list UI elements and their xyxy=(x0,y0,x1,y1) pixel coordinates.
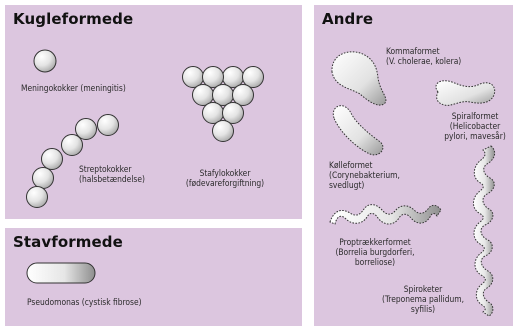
label-spiralformet-genus: (Helicobacter xyxy=(438,121,512,131)
label-kommaformet-name: Kommaformet xyxy=(386,46,461,56)
label-streptokokker: Streptokokker (halsbetændelse) xyxy=(79,164,145,184)
label-stafylokokker: Stafylokokker (fødevareforgiftning) xyxy=(170,168,280,188)
streptococcus-chain xyxy=(27,115,119,208)
pseudomonas-rod xyxy=(27,263,95,283)
label-proptraekkerformet-genus: (Borrelia burgdorferi, xyxy=(320,247,430,257)
label-spiroketer-name: Spiroketer xyxy=(368,284,478,294)
label-kommaformet-disease: (V. cholerae, kolera) xyxy=(386,56,461,66)
label-proptraekkerformet: Proptrækkerformet (Borrelia burgdorferi,… xyxy=(320,237,430,267)
label-spiralformet-disease: pylori, mavesår) xyxy=(438,131,512,141)
label-spiroketer-genus: (Treponema pallidum, xyxy=(368,294,478,304)
label-streptokokker-name: Streptokokker xyxy=(79,164,145,174)
label-meningokokker: Meningokokker (meningitis) xyxy=(21,83,126,93)
meningococcus-cell xyxy=(34,50,56,72)
label-proptraekkerformet-name: Proptrækkerformet xyxy=(320,237,430,247)
label-stafylokokker-disease: (fødevareforgiftning) xyxy=(170,178,280,188)
helicobacter-spiral-shape xyxy=(436,81,495,106)
borrelia-corkscrew-shape xyxy=(330,205,441,224)
vibrio-comma-shape xyxy=(332,52,386,105)
label-kolleformet: Kølleformet (Corynebakterium, svedlugt) xyxy=(329,160,400,190)
label-spiralformet: Spiralformet (Helicobacter pylori, maves… xyxy=(438,111,512,141)
label-stafylokokker-name: Stafylokokker xyxy=(170,168,280,178)
label-kolleformet-name: Kølleformet xyxy=(329,160,400,170)
panel-title-stavformede: Stavformede xyxy=(13,233,123,251)
panel-title-andre: Andre xyxy=(322,10,373,28)
label-kolleformet-genus: (Corynebakterium, xyxy=(329,170,400,180)
label-spiroketer-disease: syfilis) xyxy=(368,304,478,314)
label-spiroketer: Spiroketer (Treponema pallidum, syfilis) xyxy=(368,284,478,314)
staphylococcus-cluster xyxy=(183,67,264,142)
label-streptokokker-disease: (halsbetændelse) xyxy=(79,174,145,184)
label-kolleformet-disease: svedlugt) xyxy=(329,180,400,190)
panel-title-kugleformede: Kugleformede xyxy=(13,10,133,28)
label-spiralformet-name: Spiralformet xyxy=(438,111,512,121)
label-proptraekkerformet-disease: borreliose) xyxy=(320,257,430,267)
label-pseudomonas: Pseudomonas (cystisk fibrose) xyxy=(27,297,142,307)
label-kommaformet: Kommaformet (V. cholerae, kolera) xyxy=(386,46,461,66)
corynebacterium-club-shape xyxy=(333,106,383,155)
